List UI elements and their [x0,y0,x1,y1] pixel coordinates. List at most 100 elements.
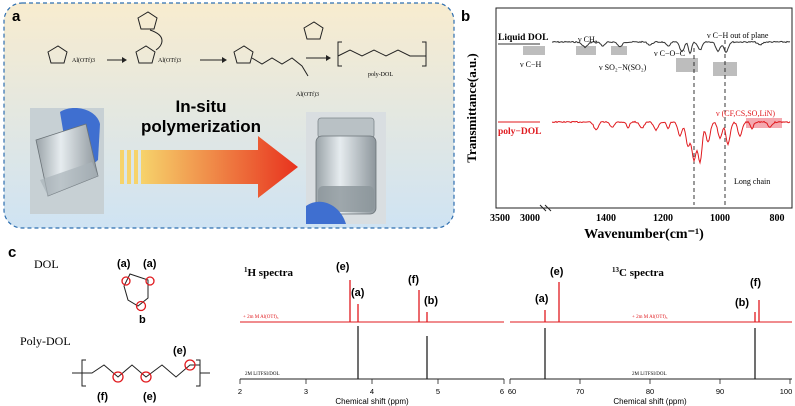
panel-b-label: b [461,8,470,25]
h-x-tick: 5 [436,387,440,396]
h-peak-label-e: (e) [336,261,350,273]
panel-b: b Transmittance(a.u.) 3500 3000 1400 120… [461,7,793,242]
marker-site-e-1 [140,371,152,383]
h-black-peaks [357,326,428,379]
c-peak-label-e: (e) [550,266,564,278]
ftir-x-tick: 3500 [490,213,510,224]
panel-a: a Al(OTf)3 Al(OTf)3 Al(OTf)3 [3,2,455,229]
h-peak-label-b: (b) [424,295,438,307]
scheme-dol-ring-3 [303,21,324,40]
ftir-x-tick: 1000 [710,213,730,224]
ftir-x-ticks: 3500 3000 1400 1200 1000 800 [490,213,785,224]
marker-site-b [135,300,147,312]
ftir-x-label: Wavenumber(cm⁻¹) [584,227,704,242]
annotation-coc: ν C−O−C [654,49,685,58]
series-label-liquid-dol: Liquid DOL [498,33,548,43]
band-ch [523,46,545,55]
scheme-polymer [337,41,427,67]
scheme-dol-ring-2 [135,11,163,64]
polydol-structure [72,359,210,387]
h-x-tick: 2 [238,387,242,396]
series-label-poly-dol: poly−DOL [498,127,541,137]
annotation-ch: ν C−H [520,60,541,69]
ftir-x-tick: 3000 [520,213,540,224]
dol-structure [123,273,149,307]
polydol-atoms [112,359,196,383]
panel-c-label: c [8,244,16,261]
site-a-label-2: (a) [143,258,157,270]
h-x-label: Chemical shift (ppm) [335,397,409,406]
site-e-label-1: (e) [143,391,157,403]
c-peak-label-f: (f) [750,277,761,289]
h-x-tick: 3 [304,387,308,396]
c-x-tick: 60 [508,387,516,396]
c-x-tick: 90 [716,387,724,396]
scheme-arrow-3-head [326,55,331,61]
scheme-arrow-1-head [122,57,127,63]
site-b-label: b [139,314,146,326]
arrow-text-2: polymerization [141,117,261,136]
h-peak-label-f: (f) [408,274,419,286]
marker-site-f [112,371,124,383]
axis-break-mark [539,204,547,212]
spectrum-liquid-dol [498,40,791,55]
h-black-series-label: 2M LiTFSI/DOL [245,372,280,377]
panel-c: c DOL (a) (a) b Poly-DOL (f) (e) (e) [8,244,792,406]
c-peak-label-a: (a) [535,293,549,305]
site-a-label-1: (a) [117,258,131,270]
h-x-tick: 6 [500,387,504,396]
axis-break-mark [544,204,552,212]
annotation-ch2: ν CH₂ [578,35,598,44]
band-cf [746,118,782,128]
c-spectra-title: 13C spectra [612,266,664,279]
scheme-product-label: poly-DOL [368,72,393,78]
scheme-reagent-1: Al(OTf)3 [72,57,95,64]
dol-label: DOL [34,257,59,271]
marker-site-a-2 [145,276,155,286]
scheme-arrow-2-head [222,57,227,63]
annotation-ch-oop: ν C−H out of plane [707,31,769,40]
c-black-peaks [544,328,756,379]
h-red-series-label: + 2m M Al(OTf)₃ [243,315,279,320]
site-e-label-2: (e) [173,345,187,357]
annotation-long-chain: Long chain [734,177,770,186]
c-black-series-label: 2M LiTFSI/DOL [632,372,667,377]
marker-site-a-1 [121,276,131,286]
polymer-vial-photo [306,112,386,224]
scheme-dol-ring-1 [47,45,68,64]
scheme-growing-chain [233,45,309,77]
c-peak-label-b: (b) [735,297,749,309]
panel-a-label: a [12,8,21,25]
band-so2 [611,46,627,55]
h-peak-label-a: (a) [351,287,365,299]
site-f-label: (f) [97,391,108,403]
band-ch2 [576,46,596,55]
h-x-tick: 4 [370,387,374,396]
ftir-y-label: Transmittance(a.u.) [464,53,479,163]
h-spectra-title: 1H spectra [244,266,294,279]
scheme-reagent-3: Al(OTf)3 [296,91,319,98]
ftir-x-tick: 1400 [596,213,616,224]
polydol-label: Poly-DOL [20,334,71,348]
band-coc [676,58,698,72]
c-x-tick: 70 [576,387,584,396]
liquid-vial-photo [30,108,104,214]
ftir-plot-frame [495,7,793,209]
scheme-reagent-2: Al(OTf)3 [158,57,181,64]
marker-site-e-2 [184,359,196,371]
spectrum-poly-dol [498,120,791,165]
dol-ring-atoms [121,276,155,312]
ftir-x-tick: 800 [770,213,785,224]
c-red-series-label: + 2m M Al(OTf)₃ [632,315,668,320]
c-x-tick: 100 [780,387,793,396]
ftir-x-tick: 1200 [653,213,673,224]
polymerization-arrow [120,136,298,198]
c-red-peaks [544,282,760,322]
annotation-cf: ν (CF,CS,SO,LiN) [716,109,775,118]
glove-icon-2 [306,201,346,224]
annotation-so2: ν SO₂−N(SO₂) [599,63,647,72]
c-x-label: Chemical shift (ppm) [613,397,687,406]
c-x-tick: 80 [646,387,654,396]
arrow-text-1: In-situ [176,97,227,116]
